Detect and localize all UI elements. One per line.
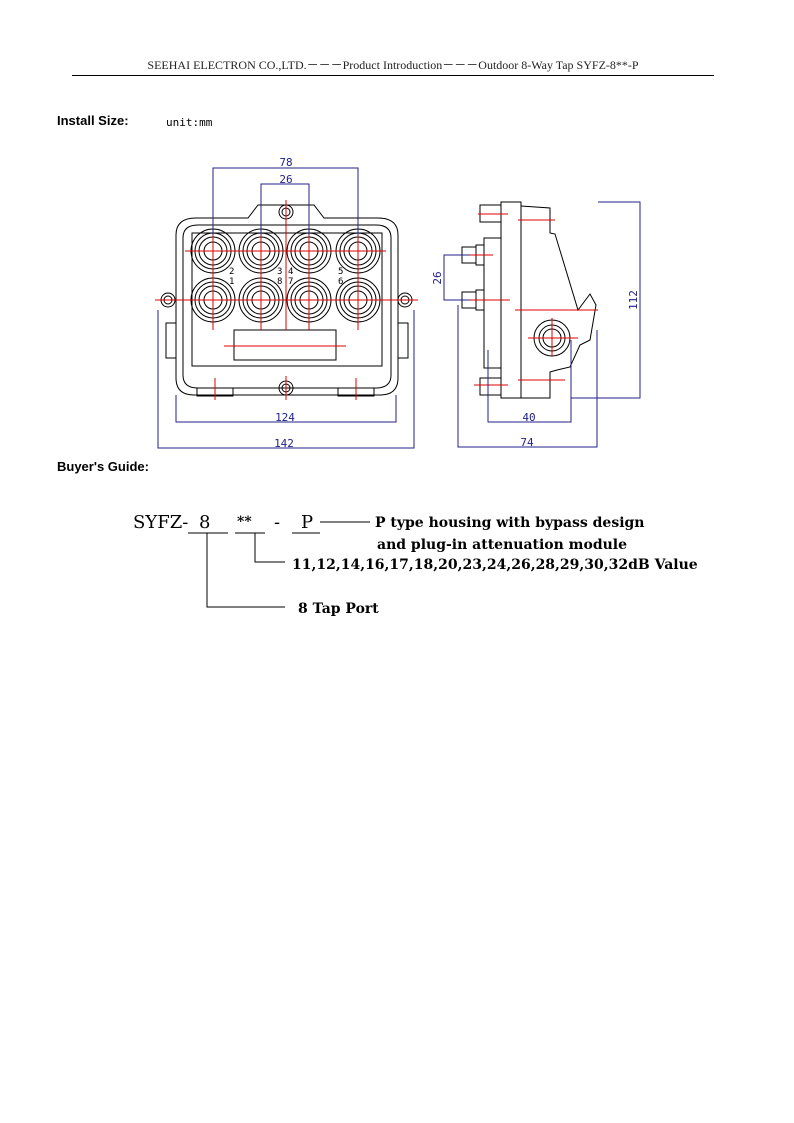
- dim-124: 124: [275, 411, 295, 424]
- port-label: 6: [338, 277, 343, 287]
- unit-label: unit:mm: [166, 116, 213, 129]
- port-label: 4: [288, 267, 293, 277]
- header-divider: [72, 75, 714, 76]
- port-label: 2: [229, 267, 234, 277]
- tap-port-description: 8 Tap Port: [298, 601, 379, 617]
- dim-78: 78: [279, 156, 292, 169]
- front-dimensions: [157, 167, 415, 449]
- port-label: 1: [229, 277, 234, 287]
- model-prefix: SYFZ-: [133, 512, 189, 533]
- dim-112: 112: [627, 290, 640, 310]
- dim-74: 74: [520, 436, 534, 449]
- side-centerlines: [470, 213, 598, 386]
- db-values: 11,12,14,16,17,18,20,23,24,26,28,29,30,3…: [292, 557, 698, 573]
- dim-26: 26: [279, 173, 292, 186]
- port-label: 8: [277, 277, 282, 287]
- dim-40: 40: [522, 411, 535, 424]
- front-centerlines: [155, 200, 418, 400]
- port-label: 7: [288, 277, 293, 287]
- buyers-guide-heading: Buyer's Guide:: [57, 459, 149, 474]
- page-header: SEEHAI ELECTRON CO.,LTD.－－－Product Intro…: [147, 58, 639, 72]
- port-label: 5: [338, 267, 343, 277]
- port-label: 3: [277, 267, 282, 277]
- model-dash: -: [274, 512, 281, 533]
- housing-description-1: P type housing with bypass design: [375, 515, 645, 531]
- dim-side-26: 26: [431, 271, 444, 284]
- housing-description-2: and plug-in attenuation module: [377, 537, 628, 553]
- model-housing-type: P: [301, 512, 314, 533]
- dim-142: 142: [274, 437, 294, 450]
- model-port-count: 8: [199, 512, 211, 533]
- install-drawing: 2 1 3 4 5 8 7 6 78 26 124 142 112 26: [155, 156, 641, 450]
- side-dimensions: [443, 201, 641, 448]
- model-db-placeholder: **: [237, 514, 252, 530]
- install-size-heading: Install Size:: [57, 113, 129, 128]
